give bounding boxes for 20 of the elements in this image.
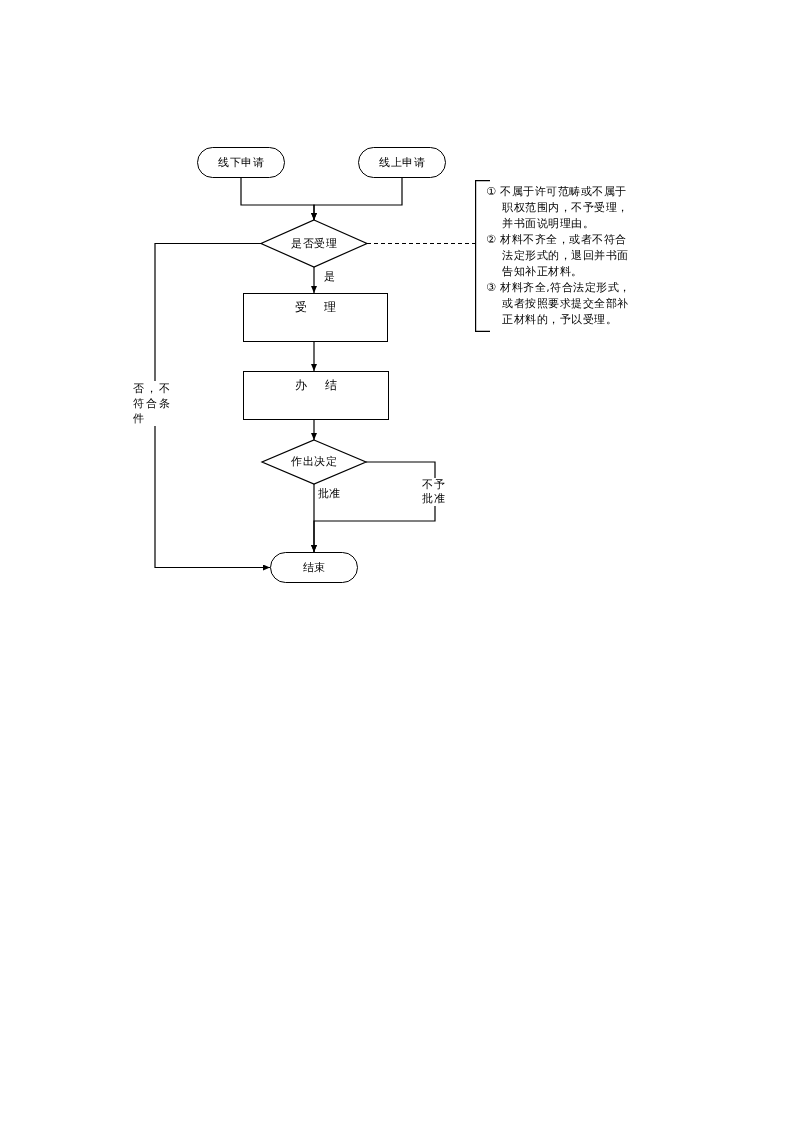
decision-diamond: 作出决定 — [262, 440, 366, 484]
edge-label: 不予批准 — [422, 478, 448, 506]
process-box: 受 理 — [243, 293, 388, 342]
terminal-pill: 线上申请 — [358, 147, 446, 178]
decision-diamond: 是否受理 — [261, 220, 367, 267]
arrow — [311, 341, 317, 372]
note-text: ③ 材料齐全,符合法定形式，或者按照要求提交全部补正材料的，予以受理。 — [486, 280, 632, 328]
terminal-pill: 结束 — [270, 552, 358, 583]
process-box: 办 结 — [243, 371, 389, 420]
note-text: ① 不属于许可范畴或不属于职权范围内，不予受理，并书面说明理由。 — [486, 184, 630, 232]
edge-label: 是 — [324, 270, 335, 284]
terminal-pill: 线下申请 — [197, 147, 285, 178]
arrow — [311, 177, 403, 221]
dashed-line — [366, 242, 476, 245]
note-text: ② 材料不齐全，或者不符合法定形式的，退回并书面告知补正材料。 — [486, 232, 630, 280]
edge-label: 批准 — [318, 487, 340, 501]
arrow — [311, 419, 317, 441]
arrow — [311, 266, 317, 294]
arrow — [311, 461, 436, 553]
arrow — [154, 242, 271, 571]
